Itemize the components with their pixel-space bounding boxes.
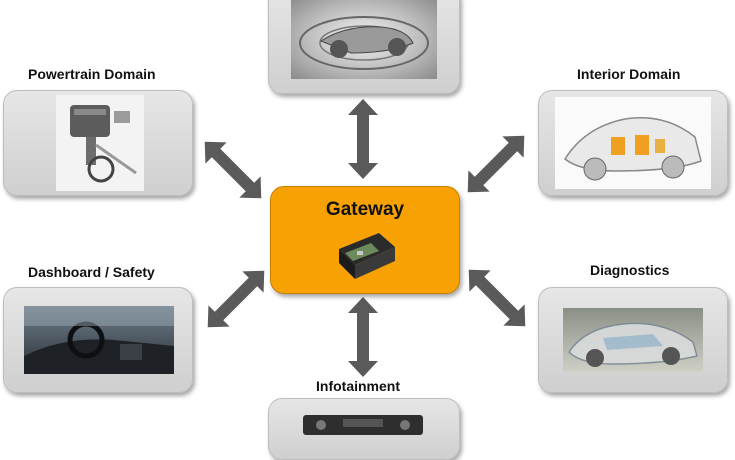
car-interior-icon — [555, 97, 711, 189]
powertrain-domain-box — [3, 90, 193, 196]
arrow-bottom-right — [458, 259, 536, 337]
arrow-top-right — [457, 125, 535, 203]
infotainment-label: Infotainment — [316, 378, 400, 394]
dashboard-domain-box — [3, 287, 193, 393]
car-xray-icon — [563, 308, 703, 372]
gateway-title: Gateway — [325, 199, 405, 220]
gateway-module-icon — [331, 227, 401, 285]
interior-label: Interior Domain — [577, 66, 681, 82]
gateway-box: Gateway — [270, 186, 460, 294]
arrow-bottom-left — [197, 260, 275, 338]
powertrain-label: Powertrain Domain — [28, 66, 156, 82]
radio-unit-icon — [303, 415, 423, 435]
dashboard-icon — [24, 306, 174, 374]
arrow-top-left — [194, 131, 272, 209]
arrow-top — [348, 99, 378, 179]
chassis-domain-box — [268, 0, 460, 94]
infotainment-domain-box — [268, 398, 460, 460]
chassis-icon — [291, 0, 437, 79]
diagnostics-domain-box — [538, 287, 728, 393]
arrow-bottom — [348, 297, 378, 377]
engine-drivetrain-icon — [56, 95, 144, 191]
interior-domain-box — [538, 90, 728, 196]
dashboard-label: Dashboard / Safety — [28, 264, 155, 280]
diagnostics-label: Diagnostics — [590, 262, 670, 278]
